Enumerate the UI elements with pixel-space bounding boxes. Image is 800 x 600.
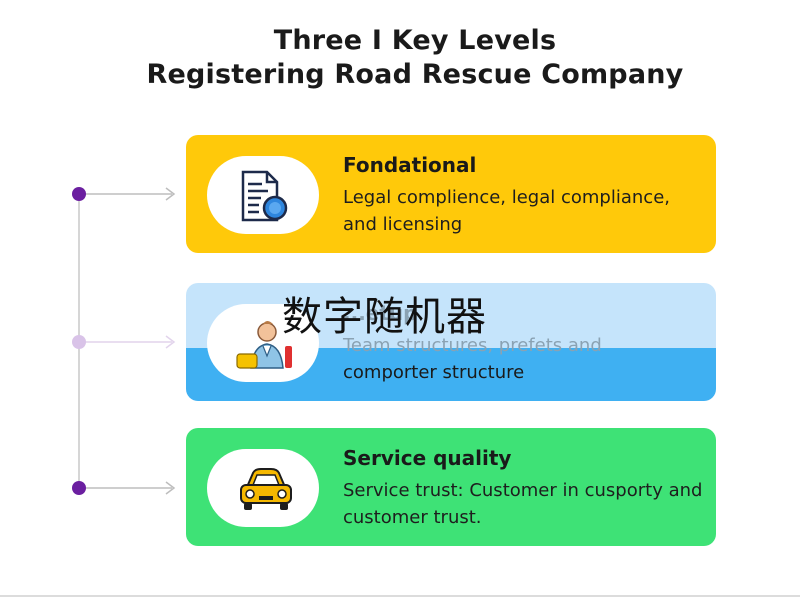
level-heading: ...etup [343, 301, 418, 325]
watermark-text: 数字随机器 [282, 294, 487, 340]
level-card-setup: ...etup Team structures, prefets and com… [186, 283, 716, 401]
level-heading: Fondational [343, 153, 477, 177]
person-icon [236, 321, 292, 369]
connector-dot-1 [72, 187, 86, 201]
car-icon [240, 468, 292, 510]
level-description: Legal complience, legal compliance, and … [343, 187, 670, 235]
title-line-1: Three I Key Levels [273, 25, 557, 56]
connector-dot-3 [72, 481, 86, 495]
level-heading: Service quality [343, 446, 512, 470]
icon-circle [207, 156, 319, 234]
bottom-divider [0, 595, 800, 597]
document-icon [241, 170, 288, 222]
diagram-title: Three I Key Levels Registering Road Resc… [0, 24, 800, 92]
connector-dot-2 [72, 335, 86, 349]
icon-circle [207, 449, 319, 527]
level-card-service-quality: Service quality Service trust: Customer … [186, 428, 716, 546]
title-line-2: Registering Road Rescue Company [146, 59, 684, 90]
level-description-line-2: comporter structure [343, 362, 525, 383]
level-connector [72, 187, 176, 495]
level-card-foundational: Fondational Legal complience, legal comp… [186, 135, 716, 253]
level-description: Service trust: Customer in cusporty and … [343, 480, 703, 528]
icon-circle [207, 304, 319, 382]
level-description-line-1: Team structures, prefets and [343, 335, 602, 356]
level-description: Team structures, prefets and comporter s… [343, 332, 703, 386]
